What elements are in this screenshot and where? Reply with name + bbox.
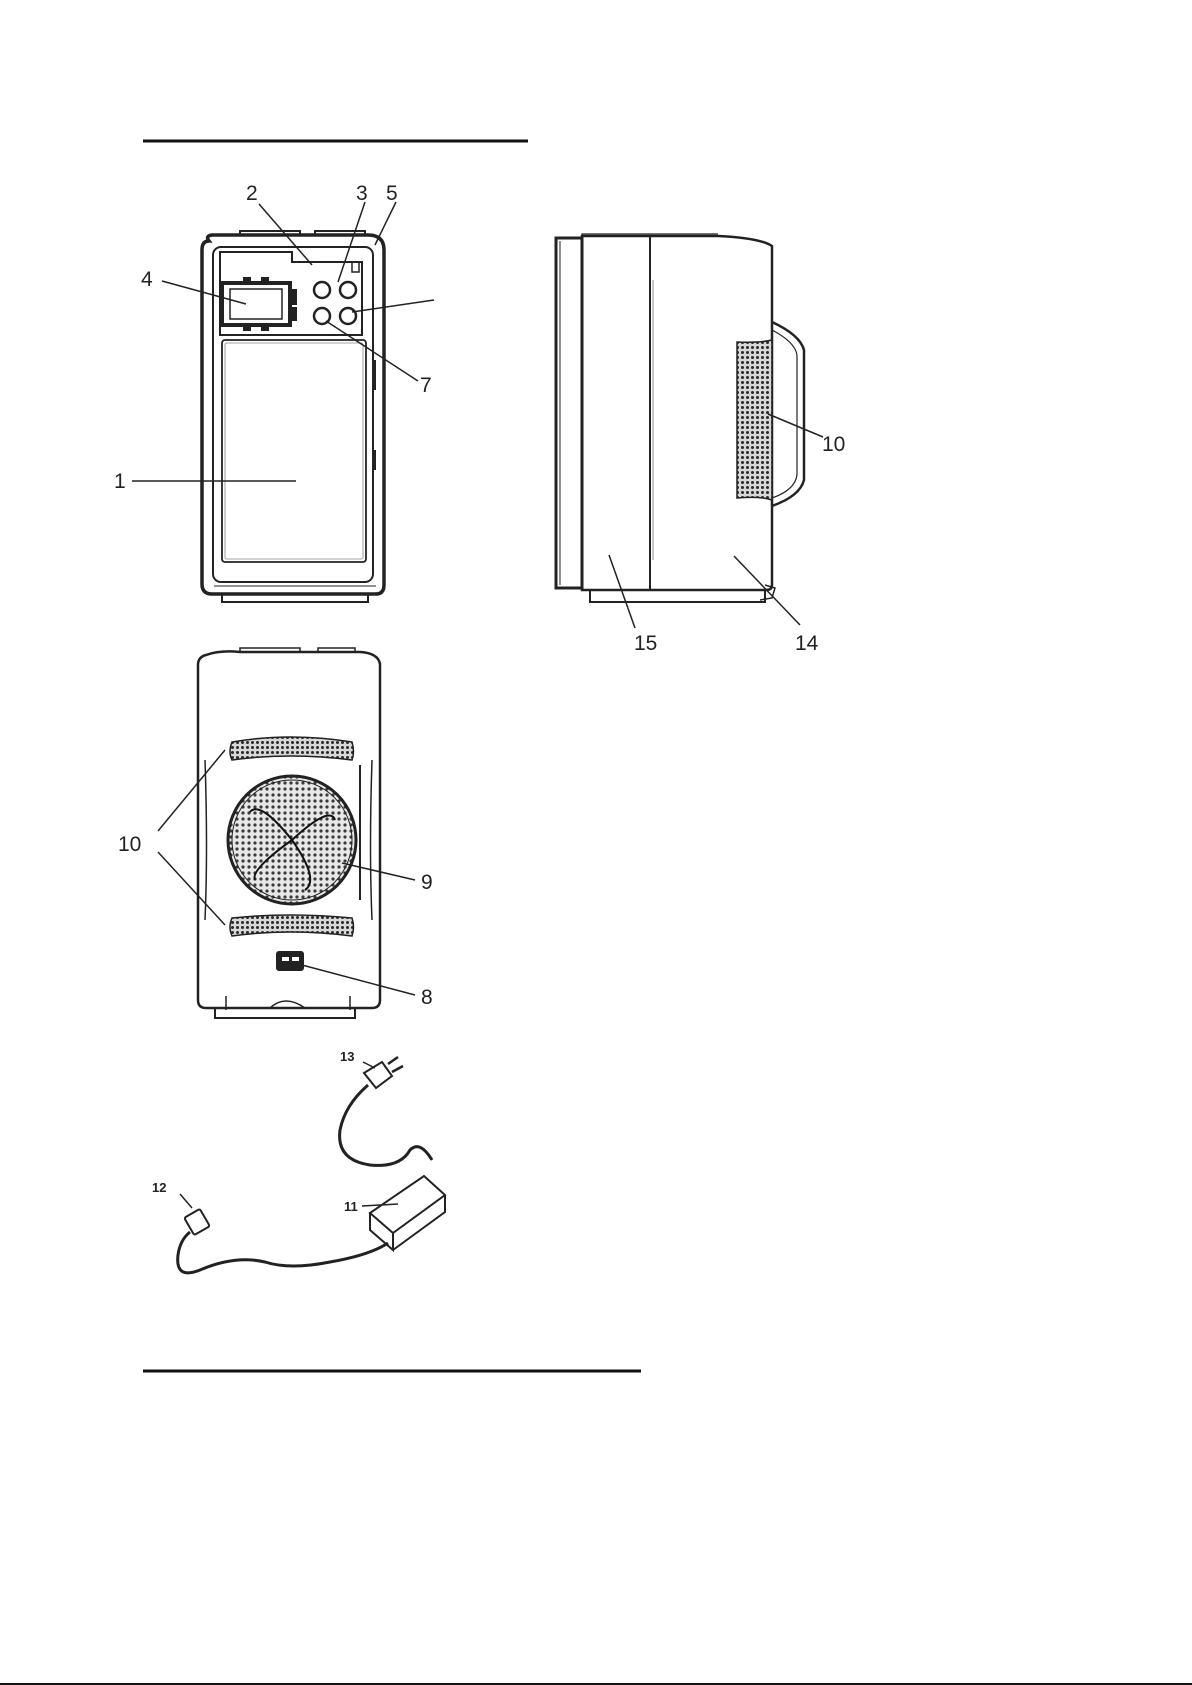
- front-label-3: 3: [356, 182, 368, 205]
- front-label-1: 1: [114, 470, 126, 493]
- front-label-4: 4: [141, 268, 153, 291]
- power-adapter: [178, 1057, 445, 1273]
- front-view: [132, 202, 434, 602]
- back-label-10: 10: [118, 833, 141, 856]
- side-label-14: 14: [795, 632, 819, 655]
- back-label-9: 9: [421, 871, 433, 894]
- side-label-15: 15: [634, 632, 657, 655]
- adapter-label-11: 11: [344, 1199, 358, 1214]
- side-label-10: 10: [822, 433, 845, 456]
- side-view: [556, 234, 823, 628]
- front-label-2: 2: [246, 182, 258, 205]
- front-label-5: 5: [386, 182, 398, 205]
- adapter-label-12: 12: [152, 1180, 166, 1195]
- adapter-label-13: 13: [340, 1049, 354, 1064]
- front-label-7: 7: [420, 374, 432, 397]
- back-label-8: 8: [421, 986, 433, 1009]
- back-view: [158, 648, 415, 1018]
